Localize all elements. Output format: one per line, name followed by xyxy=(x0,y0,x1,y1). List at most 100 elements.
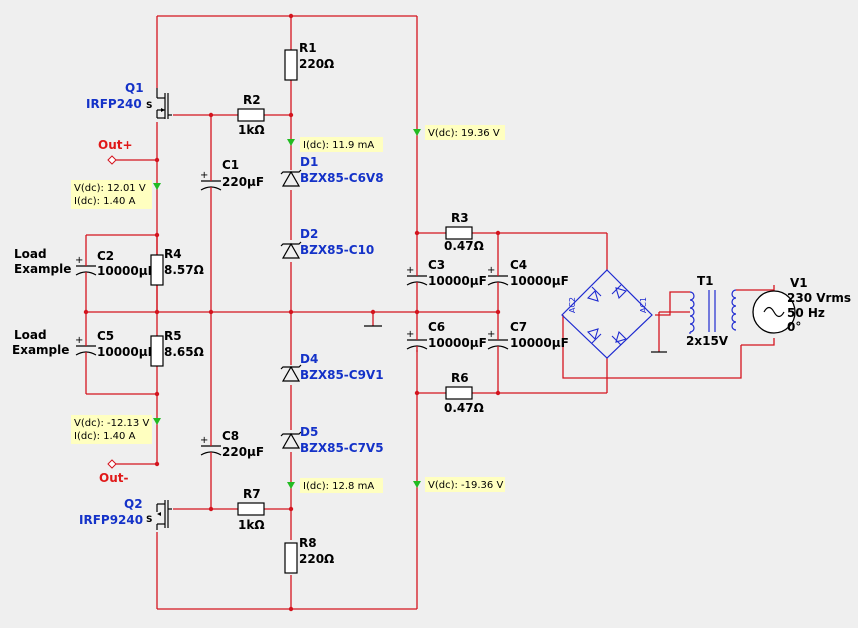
d4-part: BZX85-C9V1 xyxy=(300,368,384,382)
c1-capacitor[interactable]: + xyxy=(200,170,222,200)
c7-capacitor[interactable]: + xyxy=(487,329,509,352)
d1-zener-diode[interactable] xyxy=(280,169,302,187)
r7-ref: R7 xyxy=(243,487,261,501)
q2-mosfet-symbol[interactable]: S xyxy=(146,500,173,532)
r4-resistor[interactable] xyxy=(150,254,164,286)
svg-text:+: + xyxy=(75,255,83,266)
c6-value: 10000µF xyxy=(428,336,487,350)
r3-ref: R3 xyxy=(451,211,469,225)
c5-ref: C5 xyxy=(97,329,114,343)
v1-frequency: 50 Hz xyxy=(787,306,825,320)
c8-ref: C8 xyxy=(222,429,239,443)
probe-out-minus-current: I(dc): 1.40 A xyxy=(74,431,136,442)
d1-ref: D1 xyxy=(300,155,318,169)
c5-value: 10000µF xyxy=(97,345,156,359)
probe-negative-rail[interactable]: V(dc): -19.36 V xyxy=(413,477,505,492)
probe-positive-rail[interactable]: V(dc): 19.36 V xyxy=(413,125,505,140)
r3-resistor[interactable] xyxy=(445,226,473,240)
c8-capacitor[interactable]: + xyxy=(200,435,222,462)
d5-part: BZX85-C7V5 xyxy=(300,441,384,455)
probe-positive-rail-text: V(dc): 19.36 V xyxy=(428,128,500,139)
c3-ref: C3 xyxy=(428,258,445,272)
d4-zener-diode[interactable] xyxy=(280,364,302,382)
load-label-lower-line1: Load xyxy=(14,328,47,342)
probe-out-plus[interactable]: V(dc): 12.01 V I(dc): 1.40 A xyxy=(71,180,161,209)
d2-part: BZX85-C10 xyxy=(300,243,374,257)
q1-part: IRFP240 xyxy=(86,97,142,111)
c4-value: 10000µF xyxy=(510,274,569,288)
c2-ref: C2 xyxy=(97,249,114,263)
d5-zener-diode[interactable] xyxy=(280,431,302,449)
out-plus-terminal[interactable] xyxy=(107,155,117,165)
r6-value: 0.47Ω xyxy=(444,401,484,415)
svg-text:S: S xyxy=(146,101,152,111)
t1-ref: T1 xyxy=(697,274,714,288)
r1-ref: R1 xyxy=(299,41,317,55)
c5-capacitor[interactable]: + xyxy=(75,335,97,358)
svg-text:S: S xyxy=(146,515,152,525)
load-label-lower-line2: Example xyxy=(12,343,69,357)
c1-value: 220µF xyxy=(222,175,264,189)
t1-transformer[interactable] xyxy=(689,289,737,334)
svg-text:+: + xyxy=(487,265,495,276)
r4-ref: R4 xyxy=(164,247,182,261)
r1-resistor[interactable] xyxy=(284,49,298,81)
v1-voltage: 230 Vrms xyxy=(787,291,851,305)
d5-ref: D5 xyxy=(300,425,318,439)
r6-ref: R6 xyxy=(451,371,469,385)
c3-capacitor[interactable]: + xyxy=(406,265,428,288)
probe-negative-rail-text: V(dc): -19.36 V xyxy=(428,480,503,491)
v1-phase: 0° xyxy=(787,320,801,334)
probe-d5-current[interactable]: I(dc): 12.8 mA xyxy=(287,478,383,493)
v1-ac-source[interactable] xyxy=(752,290,796,334)
r6-resistor[interactable] xyxy=(445,386,473,400)
r7-value: 1kΩ xyxy=(238,518,265,532)
svg-text:+: + xyxy=(75,335,83,346)
svg-text:+: + xyxy=(200,435,208,446)
r8-resistor[interactable] xyxy=(284,542,298,574)
c6-capacitor[interactable]: + xyxy=(406,329,428,352)
c2-capacitor[interactable]: + xyxy=(75,255,97,278)
r2-value: 1kΩ xyxy=(238,123,265,137)
r8-value: 220Ω xyxy=(299,552,334,566)
q2-part: IRFP9240 xyxy=(79,513,143,527)
c4-capacitor[interactable]: + xyxy=(487,265,509,288)
junctions xyxy=(83,13,501,612)
r5-resistor[interactable] xyxy=(150,335,164,367)
d1-part: BZX85-C6V8 xyxy=(300,171,384,185)
r3-value: 0.47Ω xyxy=(444,239,484,253)
svg-text:+: + xyxy=(406,265,414,276)
r4-value: 8.57Ω xyxy=(164,263,204,277)
svg-text:+: + xyxy=(200,170,208,181)
wires xyxy=(85,15,775,610)
r8-ref: R8 xyxy=(299,536,317,550)
v1-ref: V1 xyxy=(790,276,808,290)
probe-d1-current-text: I(dc): 11.9 mA xyxy=(303,140,374,151)
out-minus-terminal[interactable] xyxy=(107,459,117,469)
r2-ref: R2 xyxy=(243,93,261,107)
r2-resistor[interactable] xyxy=(237,108,265,122)
load-label-upper-line2: Example xyxy=(14,262,71,276)
q1-mosfet-symbol[interactable]: S xyxy=(146,88,173,122)
out-plus-label: Out+ xyxy=(98,138,133,152)
r1-value: 220Ω xyxy=(299,57,334,71)
d4-ref: D4 xyxy=(300,352,318,366)
c4-ref: C4 xyxy=(510,258,527,272)
c8-value: 220µF xyxy=(222,445,264,459)
c6-ref: C6 xyxy=(428,320,445,334)
r5-value: 8.65Ω xyxy=(164,345,204,359)
bridge-pin-ac2: AC2 xyxy=(568,297,577,313)
probe-d1-current[interactable]: I(dc): 11.9 mA xyxy=(287,137,383,152)
probe-out-plus-current: I(dc): 1.40 A xyxy=(74,196,136,207)
bridge-rectifier[interactable]: AC2 AC1 xyxy=(561,269,653,359)
d2-zener-diode[interactable] xyxy=(280,241,302,259)
c1-ref: C1 xyxy=(222,158,239,172)
bridge-pin-ac1: AC1 xyxy=(639,297,648,313)
c3-value: 10000µF xyxy=(428,274,487,288)
out-minus-label: Out- xyxy=(99,471,128,485)
c7-ref: C7 xyxy=(510,320,527,334)
load-label-upper-line1: Load xyxy=(14,247,47,261)
r7-resistor[interactable] xyxy=(237,502,265,516)
probe-out-minus[interactable]: V(dc): -12.13 V I(dc): 1.40 A xyxy=(71,415,161,444)
